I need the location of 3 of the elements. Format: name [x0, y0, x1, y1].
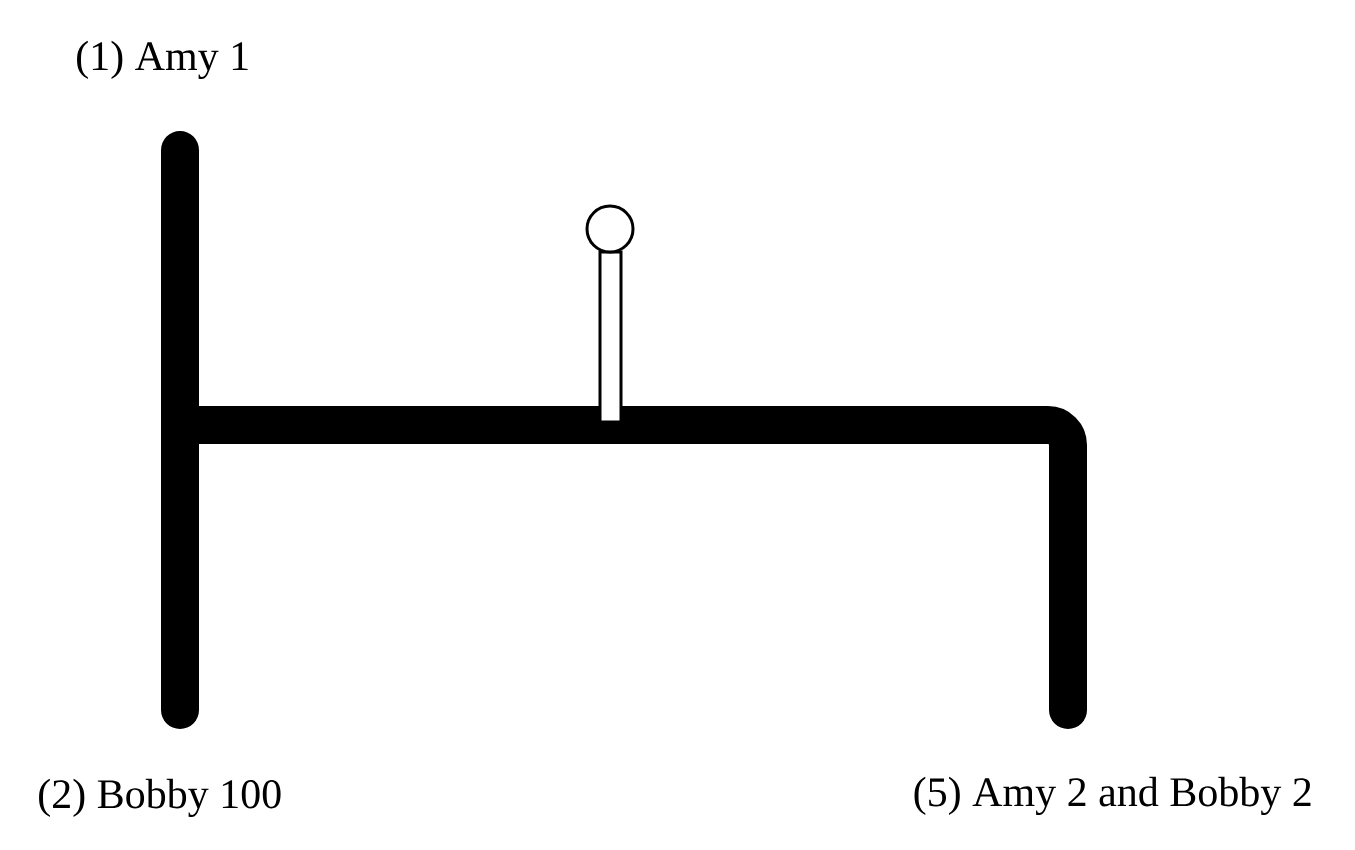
label: (5) Amy 2 and Bobby 2: [914, 776, 1311, 816]
label: (2) Bobby 100: [39, 778, 281, 818]
label: (1) Amy 1: [77, 40, 248, 80]
